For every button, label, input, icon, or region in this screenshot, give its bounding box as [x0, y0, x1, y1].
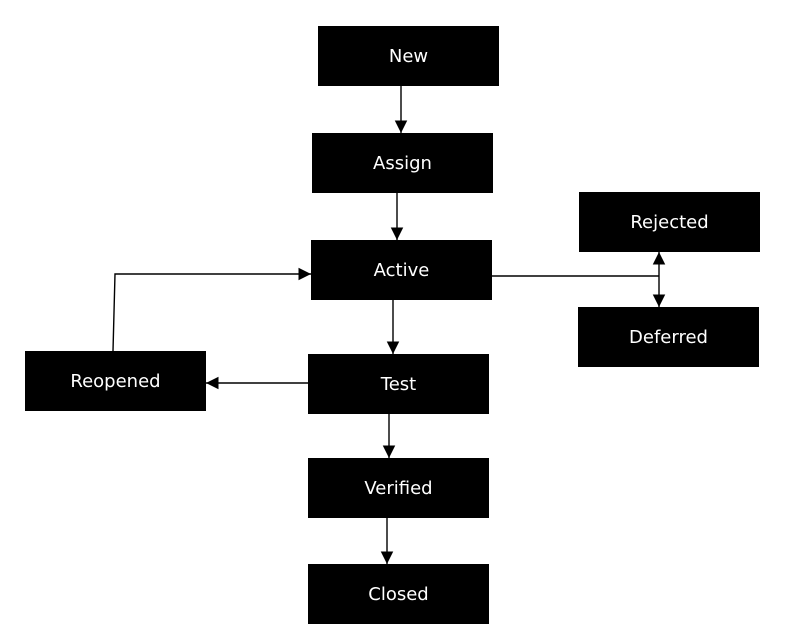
node-test-label: Test	[380, 373, 417, 395]
node-assign-label: Assign	[373, 152, 432, 174]
node-active: Active	[311, 240, 492, 300]
node-deferred: Deferred	[578, 307, 759, 367]
node-reopened: Reopened	[25, 351, 206, 411]
edge-reopened-to-active	[112, 267, 311, 352]
node-active-label: Active	[373, 259, 430, 281]
node-reopened-label: Reopened	[70, 370, 161, 392]
node-deferred-label: Deferred	[629, 326, 708, 348]
node-verified: Verified	[308, 458, 489, 518]
node-rejected-label: Rejected	[630, 211, 709, 233]
node-new: New	[318, 26, 499, 86]
node-new-label: New	[388, 45, 429, 67]
node-assign: Assign	[312, 133, 493, 193]
node-verified-label: Verified	[364, 477, 433, 499]
node-rejected: Rejected	[579, 192, 760, 252]
node-closed-label: Closed	[368, 583, 429, 605]
node-test: Test	[308, 354, 489, 414]
node-closed: Closed	[308, 564, 489, 624]
